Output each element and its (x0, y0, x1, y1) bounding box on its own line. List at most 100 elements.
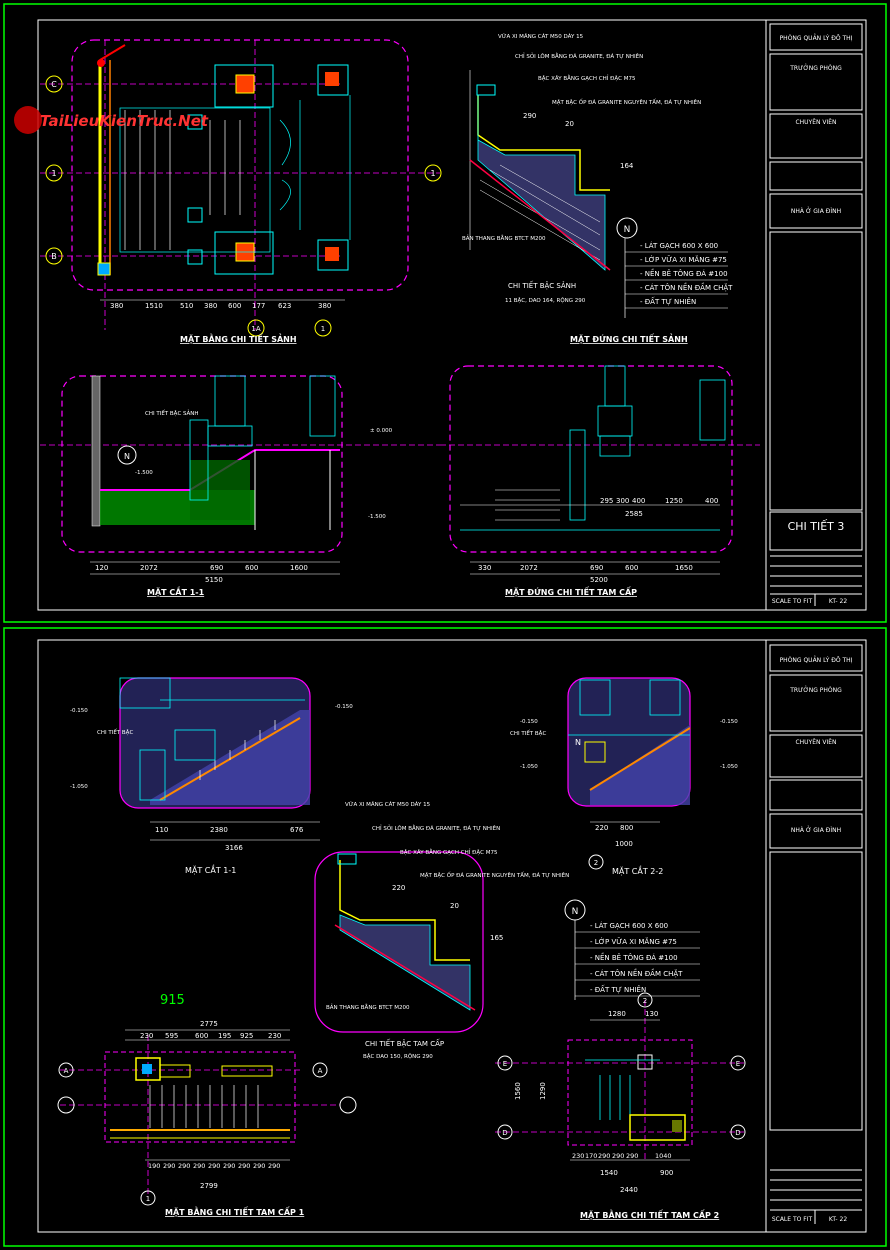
elev-inner-6: 2585 (625, 510, 643, 518)
elevation-callout (449, 365, 733, 553)
legend-1: - LÁT GẠCH 600 X 600 - LỚP VỮA XI MĂNG #… (624, 238, 733, 318)
plan1-title: MẶT BẰNG CHI TIẾT SẢNH (180, 332, 297, 344)
sanh-step-title: CHI TIẾT BẬC SẢNH (508, 280, 576, 290)
plan1-dim-5: 600 (228, 302, 241, 310)
cut22-level-2: -1.050 (520, 764, 538, 770)
sanh-dim-164: 164 (620, 162, 634, 170)
cut11-label: CHI TIẾT BẬC SẢNH (145, 409, 199, 417)
tam2-grid-2: 2 (643, 997, 647, 1005)
tam2-title: MẶT BẰNG CHI TIẾT TAM CẤP 2 (580, 1208, 719, 1220)
tam-note-2: CHỈ SỎI LÔM BẰNG ĐÁ GRANITE, ĐÁ TỰ NHIÊN (372, 824, 500, 832)
tam1-bot-6: 290 (223, 1162, 235, 1170)
plan1-dim-6: 177 (252, 302, 265, 310)
plan1-dim-1: 380 (110, 302, 123, 310)
cut22-level-1: -0.150 (520, 719, 538, 725)
legend1-item-4: - CÁT TÔN NỀN ĐẦM CHẶT (640, 282, 733, 292)
cut11b-level-1: -0.150 (70, 708, 88, 714)
plan-tam-cap-1: A A 1 915 2775 230 595 600 195 925 230 1… (57, 993, 357, 1217)
tb2-cell-3: CHUYÊN VIÊN (795, 738, 836, 746)
step-detail-tam-cap: VỮA XI MĂNG CÁT M50 DÀY 15 CHỈ SỎI LÔM B… (314, 801, 569, 1060)
grid-label-1-left: 1 (51, 169, 56, 178)
north-label-1: N (624, 225, 631, 235)
tam1-top-1: 230 (140, 1032, 153, 1040)
tb1-cell-4: NHÀ Ở GIA ĐÌNH (791, 207, 841, 215)
tam-note-5: BẢN THANG BẰNG BTCT M200 (326, 1003, 410, 1011)
cut11b-dim-2: 2380 (210, 826, 228, 834)
cut22-level-4: -1.050 (720, 764, 738, 770)
tb2-cell-1: PHÒNG QUẢN LÝ ĐÔ THỊ (780, 656, 853, 664)
tam1-bot-7: 290 (238, 1162, 250, 1170)
legend2-item-4: - CÁT TÔN NỀN ĐẦM CHẶT (590, 968, 683, 978)
cut11b-label: CHI TIẾT BẬC (97, 728, 133, 736)
elev-dim-3: 690 (590, 564, 603, 572)
cut22-dim-2: 800 (620, 824, 633, 832)
tam2-left-1: 1560 (514, 1082, 522, 1100)
cut22-dim-1: 220 (595, 824, 608, 832)
grid-label-1a: 1A (251, 325, 260, 333)
grid-label-1-bottom: 1 (321, 325, 325, 333)
tam1-big-dim: 915 (160, 993, 185, 1008)
tam1-title: MẶT BẰNG CHI TIẾT TAM CẤP 1 (165, 1205, 305, 1217)
tam-dim-165: 165 (490, 934, 503, 942)
cut22-label: CHI TIẾT BẬC (510, 729, 546, 737)
grid-label-b: B (51, 252, 57, 261)
tam1-top-total: 2775 (200, 1020, 218, 1028)
tam1-bot-4: 290 (193, 1162, 205, 1170)
sanh-note-3: BẬC XÂY BẰNG GẠCH CHỈ ĐẶC M75 (538, 74, 636, 82)
legend2-item-3: - NỀN BÊ TÔNG ĐÁ #100 (590, 952, 678, 962)
sheet-1-frame (37, 19, 867, 611)
step-detail-sanh: VỮA XI MĂNG CÁT M50 DÀY 15 CHỈ SỎI LÔM B… (462, 33, 733, 344)
plan-sanh-callout (71, 39, 409, 291)
cut22-grid-2: 2 (594, 859, 598, 867)
title-block-2: PHÒNG QUẢN LÝ ĐÔ THỊ TRƯỞNG PHÒNG CHUYÊN… (765, 640, 863, 1232)
tam2-bot-5: 290 (626, 1152, 638, 1160)
tb1-cell-3: CHUYÊN VIÊN (795, 118, 836, 126)
sanh-note-1: VỮA XI MĂNG CÁT M50 DÀY 15 (498, 33, 584, 40)
sanh-note-5: BẢN THANG BẰNG BTCT M200 (462, 234, 546, 242)
tb1-sheet-title: CHI TIẾT 3 (788, 519, 845, 533)
cut22-north: N (575, 738, 581, 747)
sheet-2-border (3, 627, 887, 1247)
tam1-top-6: 230 (268, 1032, 281, 1040)
tam2-sub-1: 1540 (600, 1169, 618, 1177)
tam1-bottom-dims: 190 290 290 290 290 290 290 290 290 (148, 1162, 280, 1170)
grid-bubble-1-bottom (314, 319, 332, 337)
tb2-sheet-no: KT- 22 (829, 1216, 847, 1223)
cut11-title: MẶT CẮT 1-1 (147, 585, 205, 597)
section-1-1-callout (61, 375, 343, 553)
grid-label-1-right: 1 (430, 169, 435, 178)
elev-dim-4: 600 (625, 564, 638, 572)
section-2-2: N CHI TIẾT BẬC -0.150 -1.050 -0.150 -1.0… (510, 677, 738, 877)
tam1-total: 2799 (200, 1182, 218, 1190)
legend1-item-3: - NỀN BÊ TÔNG ĐÁ #100 (640, 268, 728, 278)
tam-dim-20: 20 (450, 902, 459, 910)
cut11b-dim-3: 676 (290, 826, 304, 834)
tam1-grid-a-right: A (318, 1067, 323, 1075)
tb1-cell-2: TRƯỞNG PHÒNG (789, 64, 842, 72)
sanh-note-4: MẶT BẬC ỐP ĐÁ GRANITE NGUYÊN TẤM, ĐÁ TỰ … (552, 98, 701, 106)
tam-dim-220: 220 (392, 884, 405, 892)
tam2-bot-4: 290 (612, 1152, 624, 1160)
tam1-top-5: 925 (240, 1032, 253, 1040)
tam2-grid-e-left: E (503, 1060, 507, 1068)
grid-label-c: C (51, 80, 57, 89)
elev-dim-2: 2072 (520, 564, 538, 572)
tb2-cell-2: TRƯỞNG PHÒNG (789, 686, 842, 694)
sanh-title: MẶT ĐỨNG CHI TIẾT SẢNH (570, 332, 688, 344)
tam2-bot-3: 290 (598, 1152, 610, 1160)
tam1-top-4: 195 (218, 1032, 231, 1040)
tam2-bot-6: 1040 (655, 1152, 672, 1160)
sanh-dim-290: 290 (523, 112, 536, 120)
tb1-sheet-no: KT- 22 (829, 598, 847, 605)
elev-dim-1: 330 (478, 564, 491, 572)
legend1-item-1: - LÁT GẠCH 600 X 600 (640, 241, 718, 250)
tam2-bot-1: 230 (572, 1152, 584, 1160)
tam2-grid-d-right: D (735, 1129, 740, 1137)
cut11-dim-4: 600 (245, 564, 258, 572)
tb2-scale: SCALE TO FIT (772, 1216, 813, 1223)
tam2-top-2: 130 (645, 1010, 658, 1018)
plan1-dim-3: 510 (180, 302, 193, 310)
tam1-bot-8: 290 (253, 1162, 265, 1170)
tam-note-3: BẬC XÂY BẰNG GẠCH CHỈ ĐẶC M75 (400, 848, 498, 856)
tam1-bot-5: 290 (208, 1162, 220, 1170)
